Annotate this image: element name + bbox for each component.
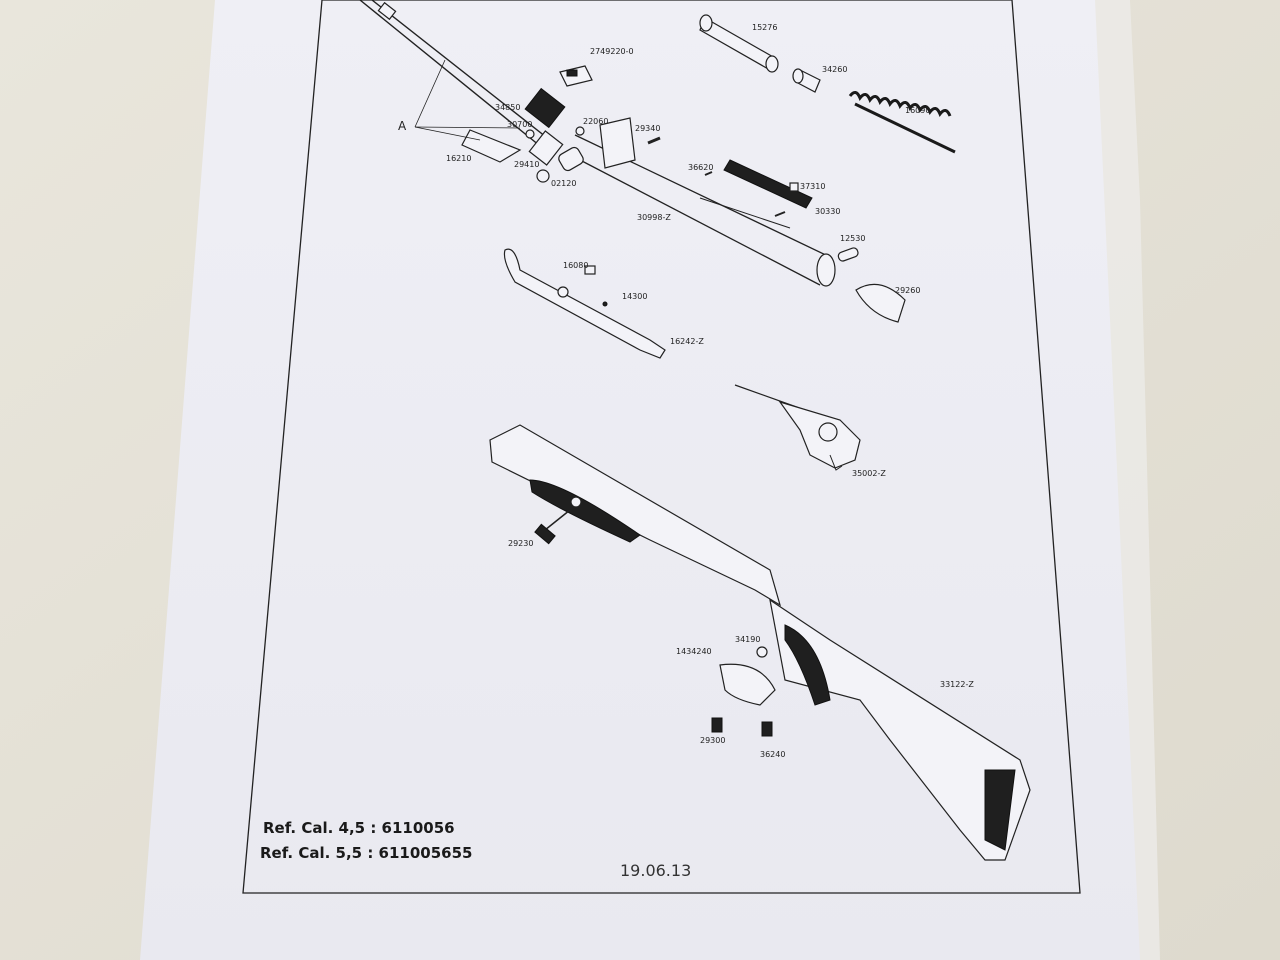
guide-rail xyxy=(723,159,813,209)
callout-14300: 14300 xyxy=(622,292,647,301)
callout-16210: 16210 xyxy=(446,154,471,163)
callout-12530: 12530 xyxy=(840,234,865,243)
callout-30998: 30998-Z xyxy=(637,213,671,222)
callout-36240: 36240 xyxy=(760,750,785,759)
cocking-lever xyxy=(503,248,666,359)
callout-34260: 34260 xyxy=(822,65,847,74)
ref-line-2: Ref. Cal. 5,5 : 611005655 xyxy=(260,844,473,862)
callout-16090: 16090 xyxy=(905,106,930,115)
compression-tube xyxy=(574,117,836,287)
callout-34190: 34190 xyxy=(735,635,760,644)
main-spring xyxy=(848,91,956,154)
callout-33122: 33122-Z xyxy=(940,680,974,689)
trigger-guard xyxy=(719,663,776,706)
stock-forend xyxy=(489,424,781,607)
date-stamp: 19.06.13 xyxy=(620,861,691,880)
drawing-frame xyxy=(242,0,1081,894)
callout-29260: 29260 xyxy=(895,286,920,295)
callout-37310: 37310 xyxy=(800,182,825,191)
callout-36620: 36620 xyxy=(688,163,713,172)
callout-29340: 29340 xyxy=(635,124,660,133)
callout-a: A xyxy=(398,119,407,133)
trigger-assembly xyxy=(734,384,861,471)
ref-line-1: Ref. Cal. 4,5 : 6110056 xyxy=(263,819,455,837)
callout-30700: 30700 xyxy=(507,120,532,129)
callout-29410: 29410 xyxy=(514,160,539,169)
barrel-assembly xyxy=(359,0,566,166)
callout-1434240: 1434240 xyxy=(676,647,712,656)
callout-29230: 29230 xyxy=(508,539,533,548)
callout-16080: 16080 xyxy=(563,261,588,270)
callout-16242: 16242-Z xyxy=(670,337,704,346)
callout-02120: 02120 xyxy=(551,179,576,188)
callout-2749220: 2749220-0 xyxy=(590,47,634,56)
piston-seal xyxy=(792,68,821,93)
callout-35002: 35002-Z xyxy=(852,469,886,478)
callout-34850: 34850 xyxy=(495,103,520,112)
callout-22060: 22060 xyxy=(583,117,608,126)
callout-15276: 15276 xyxy=(752,23,777,32)
callout-30330: 30330 xyxy=(815,207,840,216)
plastic-sleeve xyxy=(1090,0,1160,960)
stock-buttstock xyxy=(769,598,1031,861)
piston-cylinder xyxy=(699,14,779,73)
end-plug xyxy=(855,283,906,323)
callout-29300: 29300 xyxy=(700,736,725,745)
